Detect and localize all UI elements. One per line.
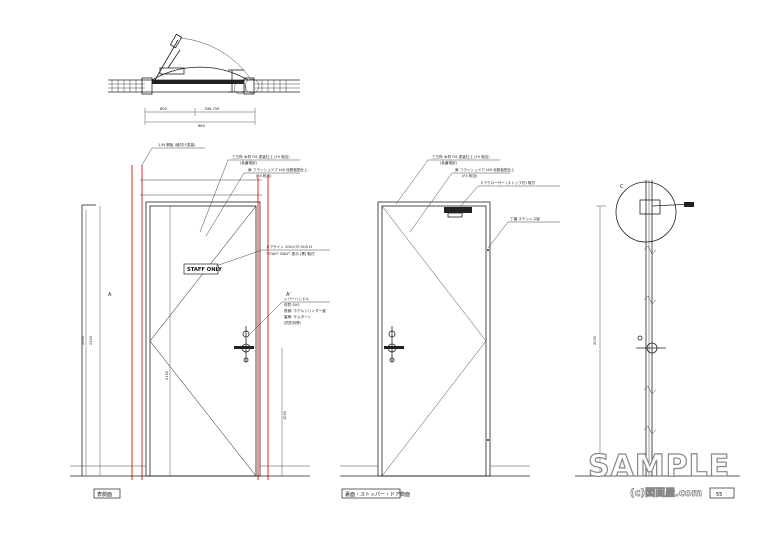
front-note-3a: ドアサイン 200×70 SUS t1 bbox=[266, 244, 313, 249]
watermark-sub: (c)図面屋.com bbox=[630, 487, 702, 499]
front-elevation: 1.6t 鋼板 (焼付け塗装) STAFF ONLY 2100 2 bbox=[70, 142, 330, 499]
staff-only-sign: STAFF ONLY bbox=[187, 267, 222, 273]
dim-2100: 2100 bbox=[89, 335, 93, 345]
back-note-2b: (F4 相当) bbox=[462, 173, 478, 178]
front-lever-handle bbox=[234, 326, 254, 363]
plan-view: 800 DW-750 860 bbox=[108, 33, 300, 128]
back-note-1a: 三方枠 木材 OS-塗装仕上 (F4 相当) bbox=[432, 154, 490, 159]
front-note-4a: レバーハンドル bbox=[284, 297, 309, 301]
back-elevation: 三方枠 木材 OS-塗装仕上 (F4 相当) (色番指定) 扉 フラッシュドア … bbox=[340, 154, 560, 499]
plan-dim-1: 800 bbox=[160, 107, 168, 111]
top-frame-note: 1.6t 鋼板 (焼付け塗装) bbox=[158, 142, 196, 147]
watermark: SAMPLE (c)図面屋.com bbox=[587, 448, 730, 499]
watermark-main: SAMPLE bbox=[588, 449, 730, 484]
front-note-1a: 三方枠 木材 OS-塗装仕上 (F4 相当) bbox=[232, 154, 290, 159]
section-a2: A' bbox=[286, 292, 291, 298]
side-detail-label: C bbox=[620, 184, 624, 190]
front-note-3b: "STAFF ONLY" 表示 (黒) 取付 bbox=[266, 251, 315, 256]
front-note-2b: (F4 相当) bbox=[256, 173, 272, 178]
front-note-4d: 裏側: サムターン bbox=[284, 314, 312, 319]
side-section: C 2000 bbox=[575, 180, 740, 477]
front-view-label: 表側面 bbox=[97, 491, 112, 498]
back-note-4: 丁番 ステンレス製 bbox=[510, 216, 540, 221]
front-note-4b: 材質 SUS bbox=[284, 302, 300, 307]
front-note-4c: 表側: ホテルシリンダー錠 bbox=[284, 308, 326, 313]
dim-inner: 2100 bbox=[165, 370, 169, 380]
back-view-label: 裏面・ストッパー・ドア側面 bbox=[345, 491, 410, 498]
page-number: 55 bbox=[716, 492, 722, 498]
front-note-4e: (防犯対策) bbox=[284, 320, 302, 325]
plan-dim-2: DW-750 bbox=[205, 107, 220, 111]
dim-h2: 2000 bbox=[81, 335, 85, 345]
back-note-2a: 扉 フラッシュドア t40 化粧板貼仕上 bbox=[455, 167, 515, 172]
front-note-2a: 扉 フラッシュドア t40 化粧板貼仕上 bbox=[248, 167, 308, 172]
back-note-1b: (色番指定) bbox=[440, 160, 458, 165]
section-a: A bbox=[108, 292, 112, 298]
plan-dim-3: 860 bbox=[198, 124, 206, 128]
dim-1000: 1000 bbox=[283, 410, 287, 420]
back-lever-handle bbox=[384, 326, 404, 363]
back-note-3: ドアクローザー (ストップ付) 取付 bbox=[480, 180, 536, 185]
dim-side: 2000 bbox=[593, 335, 597, 345]
front-note-1b: (色番指定) bbox=[240, 160, 258, 165]
